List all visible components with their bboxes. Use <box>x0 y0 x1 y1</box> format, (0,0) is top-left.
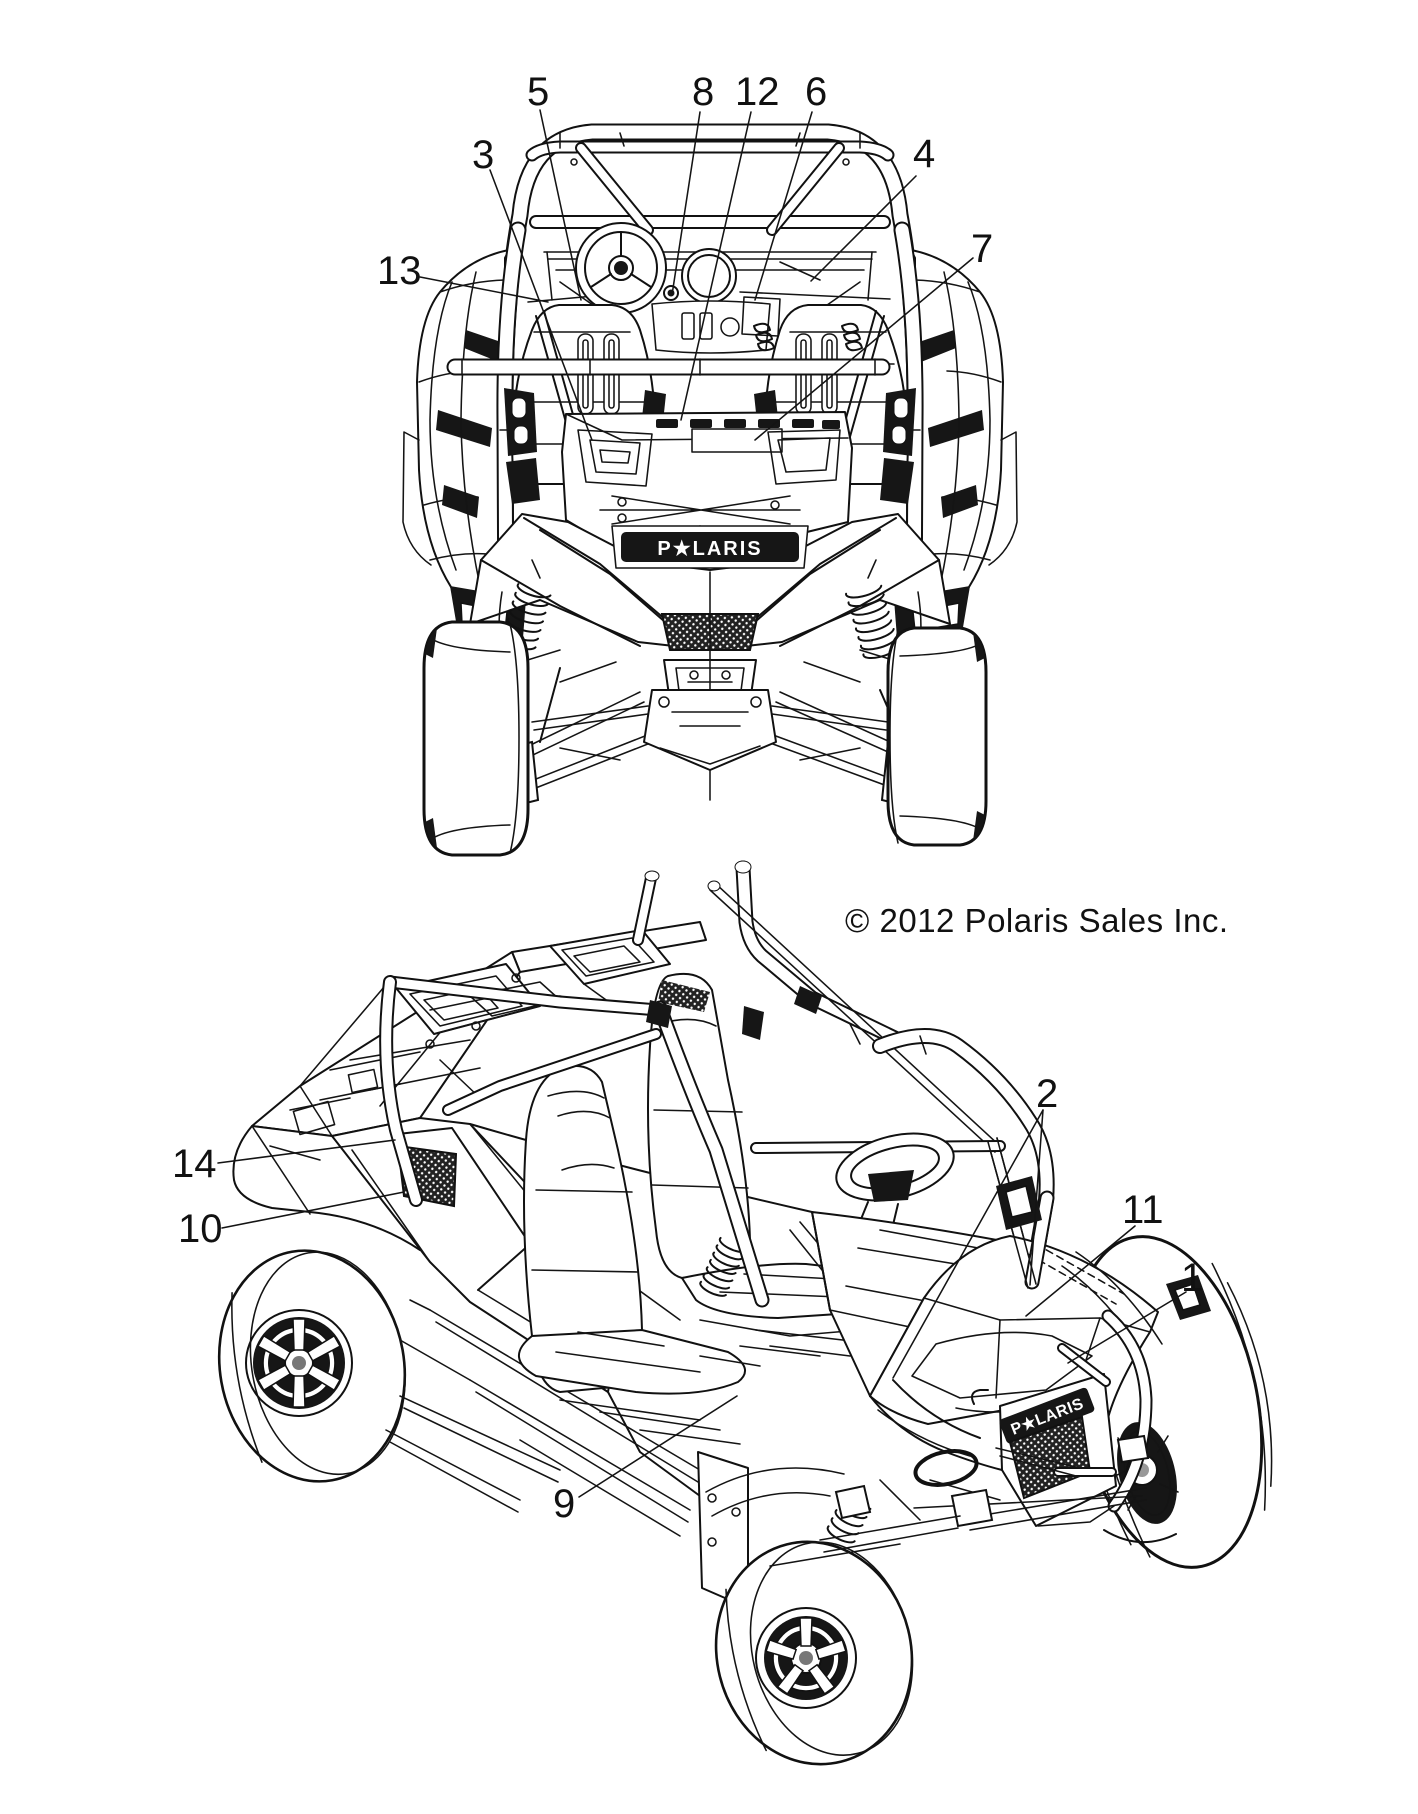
svg-text:9: 9 <box>553 1482 575 1526</box>
svg-text:2: 2 <box>1036 1072 1058 1116</box>
svg-text:1: 1 <box>1181 1256 1203 1300</box>
svg-text:10: 10 <box>178 1207 223 1251</box>
svg-text:6: 6 <box>805 70 827 114</box>
svg-text:© 2012 Polaris Sales Inc.: © 2012 Polaris Sales Inc. <box>845 902 1229 939</box>
svg-text:3: 3 <box>472 133 494 177</box>
svg-text:11: 11 <box>1122 1188 1164 1232</box>
svg-text:P★LARIS: P★LARIS <box>657 538 762 560</box>
svg-text:13: 13 <box>377 249 422 293</box>
svg-text:8: 8 <box>692 70 714 114</box>
svg-text:12: 12 <box>735 70 780 114</box>
svg-text:5: 5 <box>527 70 549 114</box>
svg-text:4: 4 <box>913 132 935 176</box>
svg-text:14: 14 <box>172 1142 217 1186</box>
svg-text:7: 7 <box>971 227 993 271</box>
